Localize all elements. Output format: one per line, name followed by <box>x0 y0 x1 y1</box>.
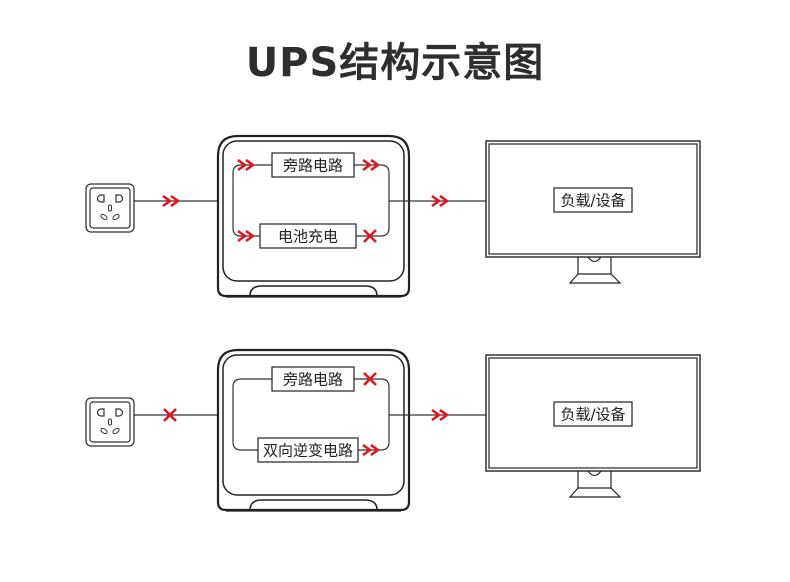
ups-base-handle <box>249 499 378 511</box>
chevron <box>370 443 381 457</box>
x-stroke <box>363 229 377 243</box>
bypass-circuit-box <box>271 366 355 392</box>
split-wire-left <box>232 164 242 237</box>
chevron <box>439 194 450 208</box>
ups-outer-shell <box>216 134 411 298</box>
chevron <box>170 194 181 208</box>
load-device-label: 负载/设备 <box>560 192 625 210</box>
flow-arrow-icon <box>362 158 381 172</box>
monitor-neck-notch <box>587 256 602 263</box>
outlet-inner <box>89 187 131 229</box>
chevron <box>362 443 373 457</box>
chevron <box>431 408 442 422</box>
bottom-circuit-label: 双向逆变电路 <box>263 442 353 460</box>
wall-outlet-icon <box>85 397 135 447</box>
outlet-pin <box>108 418 112 426</box>
monitor-neck <box>577 471 612 489</box>
flow-arrow-icon <box>162 194 181 208</box>
outlet-pin <box>115 194 124 203</box>
load-device-box <box>553 187 633 213</box>
outlet-pin <box>96 194 105 203</box>
chevron <box>370 158 381 172</box>
outlet-pin <box>100 427 108 435</box>
bypass-circuit-label: 旁路电路 <box>283 157 343 175</box>
split-wire-left <box>232 378 242 451</box>
bottom-circuit-label: 电池充电 <box>278 228 338 246</box>
ups-outer-shell <box>216 348 411 512</box>
x-stroke <box>363 372 377 386</box>
monitor-neck <box>577 257 612 275</box>
outlet-pin <box>96 408 105 417</box>
bypass-circuit-label: 旁路电路 <box>283 371 343 389</box>
page-title: UPS结构示意图 <box>245 40 545 86</box>
chevron <box>362 158 373 172</box>
ups-unit <box>216 348 411 512</box>
ups-front-panel <box>222 354 405 496</box>
outlet-pin <box>112 427 120 435</box>
outlet-inner <box>89 401 131 443</box>
chevron <box>431 194 442 208</box>
outlet-pin <box>108 204 112 212</box>
outlet-pin <box>112 213 120 221</box>
load-device-label: 负载/设备 <box>560 406 625 424</box>
blocked-x-icon <box>163 408 177 422</box>
monitor-screen <box>488 143 698 255</box>
chevron <box>237 229 248 243</box>
monitor-stand-base <box>568 273 622 284</box>
chevron <box>245 229 256 243</box>
chevron <box>162 194 173 208</box>
x-stroke <box>163 408 177 422</box>
flow-arrow-icon <box>237 158 256 172</box>
chevron <box>439 408 450 422</box>
flow-arrow-icon <box>362 443 381 457</box>
outlet-frame <box>85 183 135 233</box>
bottom-circuit-box <box>259 223 357 249</box>
blocked-x-icon <box>363 229 377 243</box>
chevron <box>245 158 256 172</box>
chevron <box>237 158 248 172</box>
monitor-icon: 负载/设备 <box>485 354 701 498</box>
wall-outlet-icon <box>85 183 135 233</box>
ups-unit <box>216 134 411 298</box>
bottom-circuit-box <box>257 437 359 463</box>
ups-front-panel <box>222 140 405 282</box>
blocked-x-icon <box>363 372 377 386</box>
flow-arrow-icon <box>431 408 450 422</box>
flow-arrow-icon <box>237 229 256 243</box>
load-device-box <box>553 401 633 427</box>
monitor-neck-notch <box>587 470 602 477</box>
flow-arrow-icon <box>431 194 450 208</box>
monitor-stand-base <box>568 487 622 498</box>
monitor-screen <box>488 357 698 469</box>
outlet-frame <box>85 397 135 447</box>
bypass-circuit-box <box>271 152 355 178</box>
monitor-icon: 负载/设备 <box>485 140 701 284</box>
outlet-pin <box>100 213 108 221</box>
outlet-pin <box>115 408 124 417</box>
ups-base-handle <box>249 285 378 297</box>
